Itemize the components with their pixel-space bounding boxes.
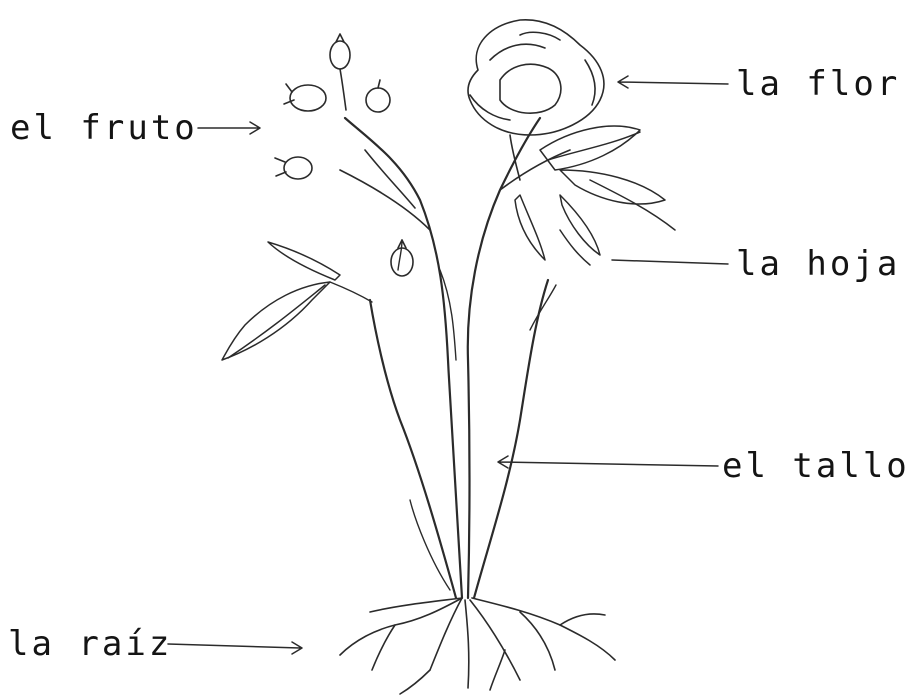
flower — [468, 20, 604, 180]
label-tallo: el tallo — [722, 446, 910, 486]
leader-hoja — [612, 260, 728, 264]
label-hoja: la hoja — [736, 244, 900, 284]
label-flor: la flor — [736, 64, 900, 104]
leader-flor — [618, 76, 728, 88]
fruits — [275, 34, 413, 276]
label-raiz: la raíz — [8, 624, 172, 664]
leader-fruto — [198, 122, 260, 134]
leader-raiz — [168, 642, 302, 654]
leader-tallo — [498, 456, 718, 468]
label-fruto: el fruto — [10, 108, 198, 148]
stem — [330, 118, 570, 598]
leaves — [222, 126, 675, 360]
roots — [340, 598, 615, 694]
